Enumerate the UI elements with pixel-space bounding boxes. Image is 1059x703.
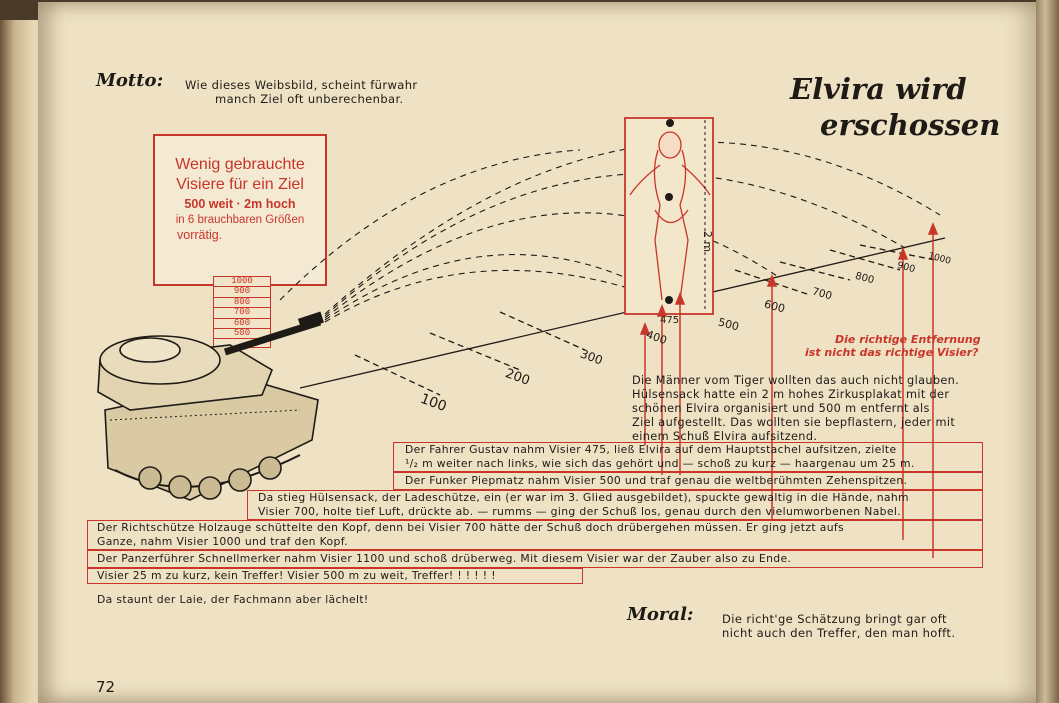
- right-page-edges: [1036, 0, 1059, 703]
- question-line-1: Die richtige Entfernung: [835, 333, 981, 346]
- distance-475: 475: [660, 315, 680, 326]
- panzerfuehrer-line: Der Panzerführer Schnellmerker nahm Visi…: [97, 552, 792, 565]
- intro-line-5: einem Schuß Elvira aufsitzend.: [632, 430, 818, 443]
- intro-line-4: Ziel aufgestellt. Das wollten sie bepfla…: [632, 416, 956, 429]
- ladeschuetze-line-1: Da stieg Hülsensack, der Ladeschütze, ei…: [258, 491, 909, 504]
- range-600: 600: [214, 318, 270, 329]
- richtschuetze-line-2: Ganze, nahm Visier 1000 und traf den Kop…: [97, 535, 348, 548]
- aiming-line: [299, 237, 946, 389]
- box-richtschuetze: [87, 520, 983, 550]
- ladeschuetze-line-2: Visier 700, holte tief Luft, drückte ab.…: [258, 505, 902, 518]
- question-line-2: ist nicht das richtige Visier?: [805, 346, 979, 359]
- range-500: 500: [214, 328, 270, 340]
- moral-label: Moral:: [627, 604, 694, 625]
- box-ladeschuetze: [247, 490, 983, 520]
- sign-line-4: in 6 brauchbaren Größen: [175, 214, 305, 226]
- trajectory-lines: [279, 141, 941, 323]
- range-900: 900: [214, 287, 270, 298]
- fahrer-line-2: ¹/₂ m weiter nach links, wie sich das ge…: [405, 457, 915, 470]
- intro-line-1: Die Männer vom Tiger wollten das auch ni…: [632, 374, 960, 387]
- sign-line-2: Visiere für ein Ziel: [176, 176, 304, 193]
- tiger-tank-drawing: [97, 311, 324, 501]
- visier-sign: Wenig gebrauchte Visiere für ein Ziel 50…: [153, 134, 327, 286]
- motto-line-2: manch Ziel oft unberechenbar.: [215, 92, 404, 106]
- page-title-line-2: erschossen: [820, 108, 1001, 142]
- moral-line-2: nicht auch den Treffer, den man hofft.: [722, 626, 956, 640]
- page-number: 72: [96, 678, 116, 696]
- page-title-line-1: Elvira wird: [790, 72, 967, 106]
- motto-label: Motto:: [96, 70, 164, 91]
- box-panzerfuehrer: [87, 550, 983, 568]
- richtschuetze-line-1: Der Richtschütze Holzauge schüttelte den…: [97, 521, 845, 534]
- range-700: 700: [214, 307, 270, 319]
- range-1000: 1000: [214, 276, 270, 288]
- summary-line: Visier 25 m zu kurz, kein Treffer! Visie…: [97, 569, 496, 582]
- box-summary: [87, 568, 583, 584]
- box-funker: [393, 472, 983, 490]
- box-fahrer: [393, 442, 983, 472]
- funker-line: Der Funker Piepmatz nahm Visier 500 und …: [405, 474, 908, 487]
- visier-range-scale: 1000 900 800 700 600 500: [213, 276, 271, 348]
- motto-line-1: Wie dieses Weibsbild, scheint fürwahr: [185, 78, 418, 92]
- range-800: 800: [214, 297, 270, 309]
- fahrer-line-1: Der Fahrer Gustav nahm Visier 475, ließ …: [405, 443, 897, 456]
- sign-line-5: vorrätig.: [177, 228, 223, 242]
- target-height-label: 2 m: [701, 230, 715, 253]
- closing-line: Da staunt der Laie, der Fachmann aber lä…: [97, 593, 369, 606]
- intro-line-2: Hülsensack hatte ein 2 m hohes Zirkuspla…: [632, 388, 950, 401]
- sign-line-3: 500 weit · 2m hoch: [184, 197, 296, 211]
- elvira-figure: [629, 131, 711, 301]
- intro-line-3: schönen Elvira organisiert und 500 m ent…: [632, 402, 930, 415]
- sign-line-1: Wenig gebrauchte: [175, 156, 305, 173]
- hit-arrows: [639, 221, 939, 558]
- moral-line-1: Die richt'ge Schätzung bringt gar oft: [722, 612, 947, 626]
